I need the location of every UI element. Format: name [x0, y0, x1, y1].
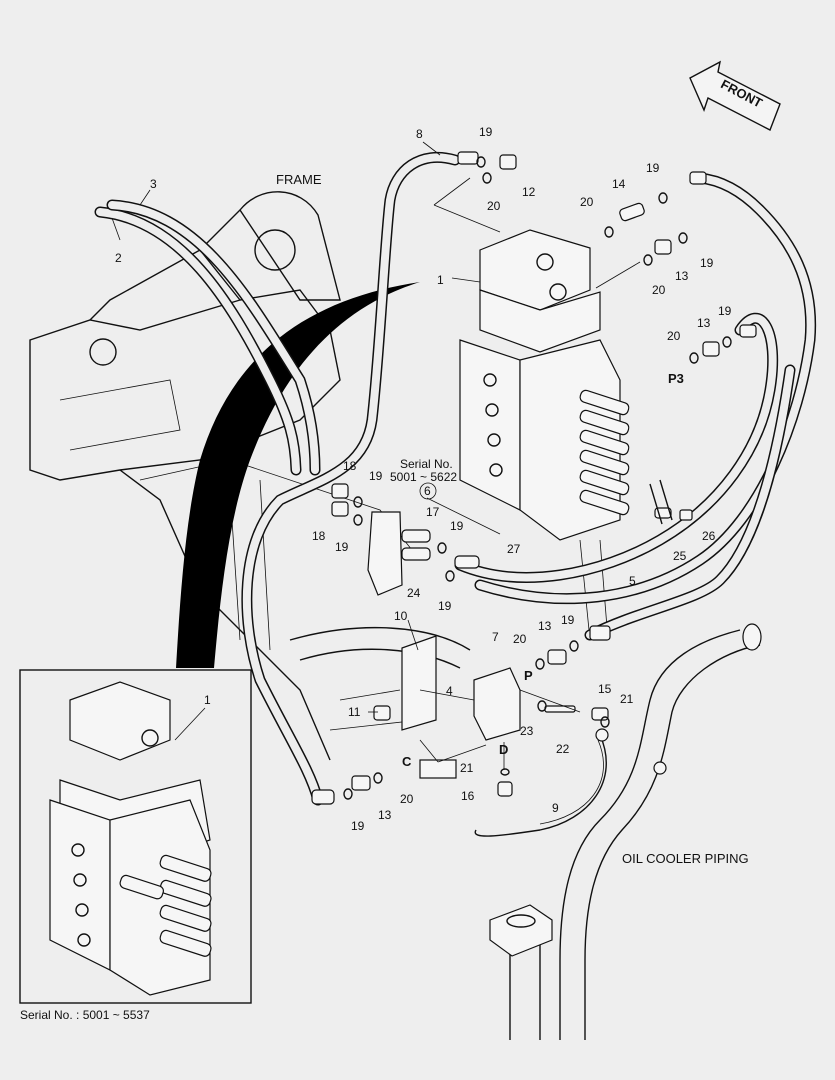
- front-arrow: FRONT: [689, 60, 781, 131]
- block-4: [473, 667, 521, 741]
- callout-6: 6: [424, 484, 431, 498]
- callout-21a: 21: [620, 692, 634, 706]
- port-d: D: [499, 742, 508, 757]
- callout-16: 16: [461, 789, 475, 803]
- callout-18a: 18: [343, 459, 357, 473]
- hose-2-3: [94, 199, 321, 476]
- callout-15: 15: [598, 682, 612, 696]
- callout-13b: 13: [697, 316, 711, 330]
- callout-20d: 20: [667, 329, 681, 343]
- hose-9: [474, 734, 607, 837]
- hose-8: [241, 151, 461, 806]
- frame-label: FRAME: [276, 172, 322, 187]
- callout-13c: 13: [538, 619, 552, 633]
- callout-19f: 19: [335, 540, 349, 554]
- port-p3: P3: [668, 371, 684, 386]
- callout-26: 26: [702, 529, 716, 543]
- callout-2: 2: [115, 251, 122, 265]
- callout-21b: 21: [460, 761, 474, 775]
- oil-cooler-label: OIL COOLER PIPING: [622, 851, 749, 866]
- callout-13d: 13: [378, 808, 392, 822]
- oil-cooler-piping: OIL COOLER PIPING: [489, 623, 762, 1040]
- callout-24: 24: [407, 586, 421, 600]
- callout-1: 1: [437, 273, 444, 287]
- callout-17: 17: [426, 505, 440, 519]
- callout-3: 3: [150, 177, 157, 191]
- callout-20b: 20: [580, 195, 594, 209]
- callout-27: 27: [507, 542, 521, 556]
- callout-22: 22: [556, 742, 570, 756]
- callouts: 1 2 3 4 5 6 7 8 9 10 11 12 13 13 13 13 1…: [115, 125, 732, 833]
- leader-lines: [111, 141, 641, 770]
- callout-20a: 20: [487, 199, 501, 213]
- callout-19c: 19: [700, 256, 714, 270]
- inset-serial-note: Serial No. : 5001 ~ 5537: [20, 1008, 150, 1022]
- valve-spools: [579, 389, 630, 516]
- port-p: P: [524, 668, 533, 683]
- callout-4: 4: [446, 684, 453, 698]
- inset-detail: 1: [19, 669, 252, 1004]
- port-c: C: [402, 754, 412, 769]
- inset-callout-1: 1: [204, 693, 211, 707]
- callout-23: 23: [520, 724, 534, 738]
- callout-7: 7: [492, 630, 499, 644]
- callout-19e: 19: [369, 469, 383, 483]
- callout-5: 5: [629, 574, 636, 588]
- fittings: [311, 151, 757, 805]
- bracket-24: [367, 511, 403, 596]
- serial-note-line1: Serial No.: [400, 457, 453, 471]
- callout-19g: 19: [450, 519, 464, 533]
- callout-18b: 18: [312, 529, 326, 543]
- callout-8: 8: [416, 127, 423, 141]
- callout-9: 9: [552, 801, 559, 815]
- inset-pointer: [176, 282, 420, 668]
- callout-25: 25: [673, 549, 687, 563]
- frame-structure: FRAME: [29, 172, 609, 761]
- callout-20e: 20: [513, 632, 527, 646]
- callout-20c: 20: [652, 283, 666, 297]
- serial-note-line2: 5001 ~ 5622: [390, 470, 457, 484]
- callout-19i: 19: [561, 613, 575, 627]
- callout-19j: 19: [351, 819, 365, 833]
- callout-13a: 13: [675, 269, 689, 283]
- callout-14: 14: [612, 177, 626, 191]
- callout-19d: 19: [718, 304, 732, 318]
- callout-10: 10: [394, 609, 408, 623]
- callout-19h: 19: [438, 599, 452, 613]
- callout-6-circle: [419, 482, 437, 500]
- callout-20f: 20: [400, 792, 414, 806]
- hose-5-7-27: [454, 172, 817, 641]
- callout-11: 11: [348, 705, 361, 719]
- main-control-valve: [459, 229, 630, 541]
- callout-19a: 19: [479, 125, 493, 139]
- bracket-10: [401, 635, 437, 731]
- callout-19b: 19: [646, 161, 660, 175]
- callout-12: 12: [522, 185, 536, 199]
